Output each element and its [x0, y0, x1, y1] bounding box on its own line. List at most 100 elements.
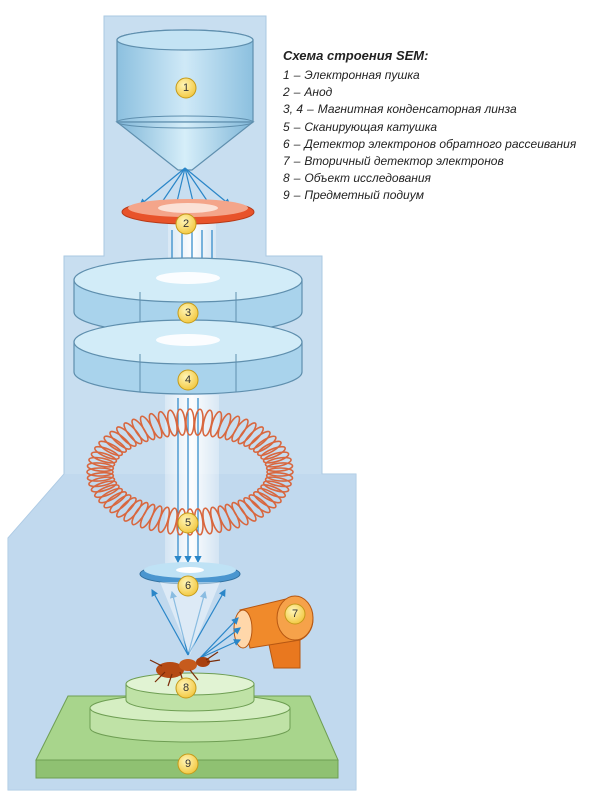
coil-loop	[88, 456, 116, 468]
legend-item: 8–Объект исследования	[283, 170, 595, 187]
svg-text:4: 4	[185, 374, 191, 386]
coil-loop	[98, 487, 124, 504]
coil-loop	[264, 456, 292, 468]
marker-4: 4	[177, 369, 199, 391]
number-markers: 1 2 3 4 5 6 7 8 9	[175, 77, 306, 775]
coil-loop	[256, 440, 282, 457]
legend-item-marker: 6	[283, 136, 290, 151]
marker-6: 6	[177, 575, 199, 597]
coil-loop	[265, 471, 294, 482]
coil-loop	[103, 435, 128, 453]
condenser-lens-lower	[73, 319, 303, 395]
legend-item-separator: –	[293, 154, 301, 169]
coil-loop	[264, 476, 292, 488]
legend-item-separator: –	[293, 136, 301, 151]
legend-item-label: Магнитная конденсаторная линза	[317, 102, 517, 117]
coil-loop	[252, 491, 277, 509]
coil-loop	[265, 462, 294, 473]
coil-loop	[262, 480, 290, 493]
svg-text:1: 1	[183, 82, 189, 94]
coil-loop	[252, 435, 277, 453]
legend-item-marker: 5	[283, 119, 290, 134]
legend-item-label: Сканирующая катушка	[304, 119, 438, 134]
legend-item-label: Анод	[304, 85, 333, 100]
backscatter-detector	[139, 562, 241, 585]
coil-loop	[93, 445, 120, 460]
coil-loop	[109, 430, 132, 450]
legend-item-marker: 7	[283, 154, 290, 169]
coil-loop	[256, 487, 282, 504]
coil-loop	[248, 430, 271, 450]
legend-item: 2–Анод	[283, 84, 595, 101]
coil-loop	[193, 408, 204, 436]
legend-title: Схема строения SEM:	[283, 48, 429, 63]
coil-loop	[86, 467, 114, 477]
legend-item: 3, 4–Магнитная конденсаторная линза	[283, 101, 595, 118]
svg-text:9: 9	[185, 758, 191, 770]
coil-loop	[202, 507, 214, 535]
legend-item-marker: 3, 4	[283, 102, 304, 117]
marker-2: 2	[175, 213, 197, 235]
specimen-insect	[149, 651, 221, 687]
coil-loop	[86, 462, 115, 473]
legend-item-label: Вторичный детектор электронов	[304, 154, 504, 169]
legend-item-marker: 1	[283, 68, 290, 82]
coil-loop	[248, 494, 271, 514]
legend-item-marker: 9	[283, 188, 290, 203]
coil-loop	[243, 426, 265, 448]
marker-8: 8	[175, 677, 197, 699]
coil-loop	[166, 409, 178, 437]
anode	[121, 199, 255, 225]
legend-item: 6–Детектор электронов обратного рассеива…	[283, 136, 595, 153]
legend-item: 9–Предметный подиум	[283, 187, 595, 204]
coil-loop	[103, 491, 128, 509]
svg-text:7: 7	[292, 608, 298, 620]
marker-7: 7	[284, 603, 306, 625]
svg-text:6: 6	[185, 580, 191, 592]
coil-loop	[88, 476, 116, 488]
legend-item-marker: 8	[283, 171, 290, 186]
svg-text:3: 3	[185, 307, 191, 319]
backscatter-arrows	[151, 588, 226, 656]
coil-loop	[98, 440, 124, 457]
coil-loop	[266, 467, 294, 477]
coil-loop	[115, 426, 137, 448]
coil-loop	[237, 422, 257, 445]
electron-gun	[115, 29, 255, 171]
coil-loop	[115, 496, 137, 518]
coil-loop	[86, 471, 115, 482]
svg-text:2: 2	[183, 218, 189, 230]
coil-loop	[109, 494, 132, 514]
legend-item-label: Детектор электронов обратного рассеивани…	[304, 136, 577, 151]
secondary-electron-arrows	[199, 617, 242, 659]
coil-loop	[243, 496, 265, 518]
legend-item: 5–Сканирующая катушка	[283, 119, 595, 136]
coil-loop	[123, 499, 143, 522]
scanning-coil	[86, 408, 294, 536]
svg-text:5: 5	[185, 517, 191, 529]
legend-item-separator: –	[293, 119, 301, 134]
legend-item-separator: –	[293, 68, 301, 82]
coil-loop	[90, 451, 118, 464]
legend-item: 7–Вторичный детектор электронов	[283, 153, 595, 170]
marker-1: 1	[175, 77, 197, 99]
legend-item-separator: –	[293, 188, 301, 203]
marker-3: 3	[177, 302, 199, 324]
svg-text:8: 8	[183, 682, 189, 694]
coil-loop	[176, 408, 187, 436]
backscatter-cone	[160, 582, 220, 655]
coil-loop	[262, 451, 290, 464]
coil-loop	[90, 480, 118, 493]
legend-item-label: Объект исследования	[304, 171, 431, 186]
legend-item-marker: 2	[283, 85, 290, 100]
coil-loop	[260, 445, 287, 460]
legend-item-separator: –	[293, 85, 301, 100]
legend-item-label: Электронная пушка	[304, 68, 420, 82]
legend-item-label: Предметный подиум	[304, 188, 424, 203]
legend-item-separator: –	[293, 171, 301, 186]
coil-loop	[93, 484, 120, 499]
marker-9: 9	[177, 753, 199, 775]
